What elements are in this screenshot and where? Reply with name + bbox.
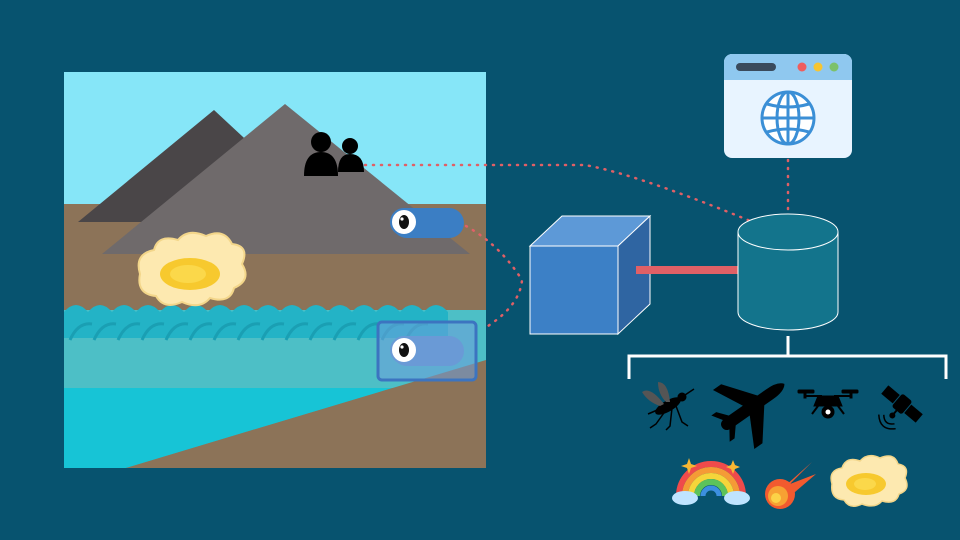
front-mountain	[102, 104, 470, 254]
processing-cube-icon	[528, 214, 652, 336]
satellite-icon	[878, 385, 923, 430]
data-sources-bracket	[627, 336, 948, 379]
web-browser-globe-icon	[724, 54, 852, 158]
explosion-scene-icon	[137, 231, 247, 307]
camera-sensor-icon	[390, 208, 464, 238]
meteor-icon	[765, 462, 816, 509]
dotted-links	[363, 158, 790, 328]
lower-water	[64, 360, 486, 468]
rainbow-icon	[672, 458, 750, 505]
landscape-scene	[64, 72, 486, 468]
drone-icon	[797, 389, 859, 419]
people-to-database-link	[363, 163, 762, 227]
explosion-icon	[830, 454, 908, 507]
globe-icon	[760, 90, 816, 146]
database-cylinder-icon	[737, 213, 839, 331]
beach	[126, 360, 486, 468]
people-icon	[304, 132, 364, 176]
mosquito-icon	[642, 382, 695, 431]
airplane-icon	[711, 383, 785, 449]
camera-sensor-lower-icon	[376, 320, 478, 382]
